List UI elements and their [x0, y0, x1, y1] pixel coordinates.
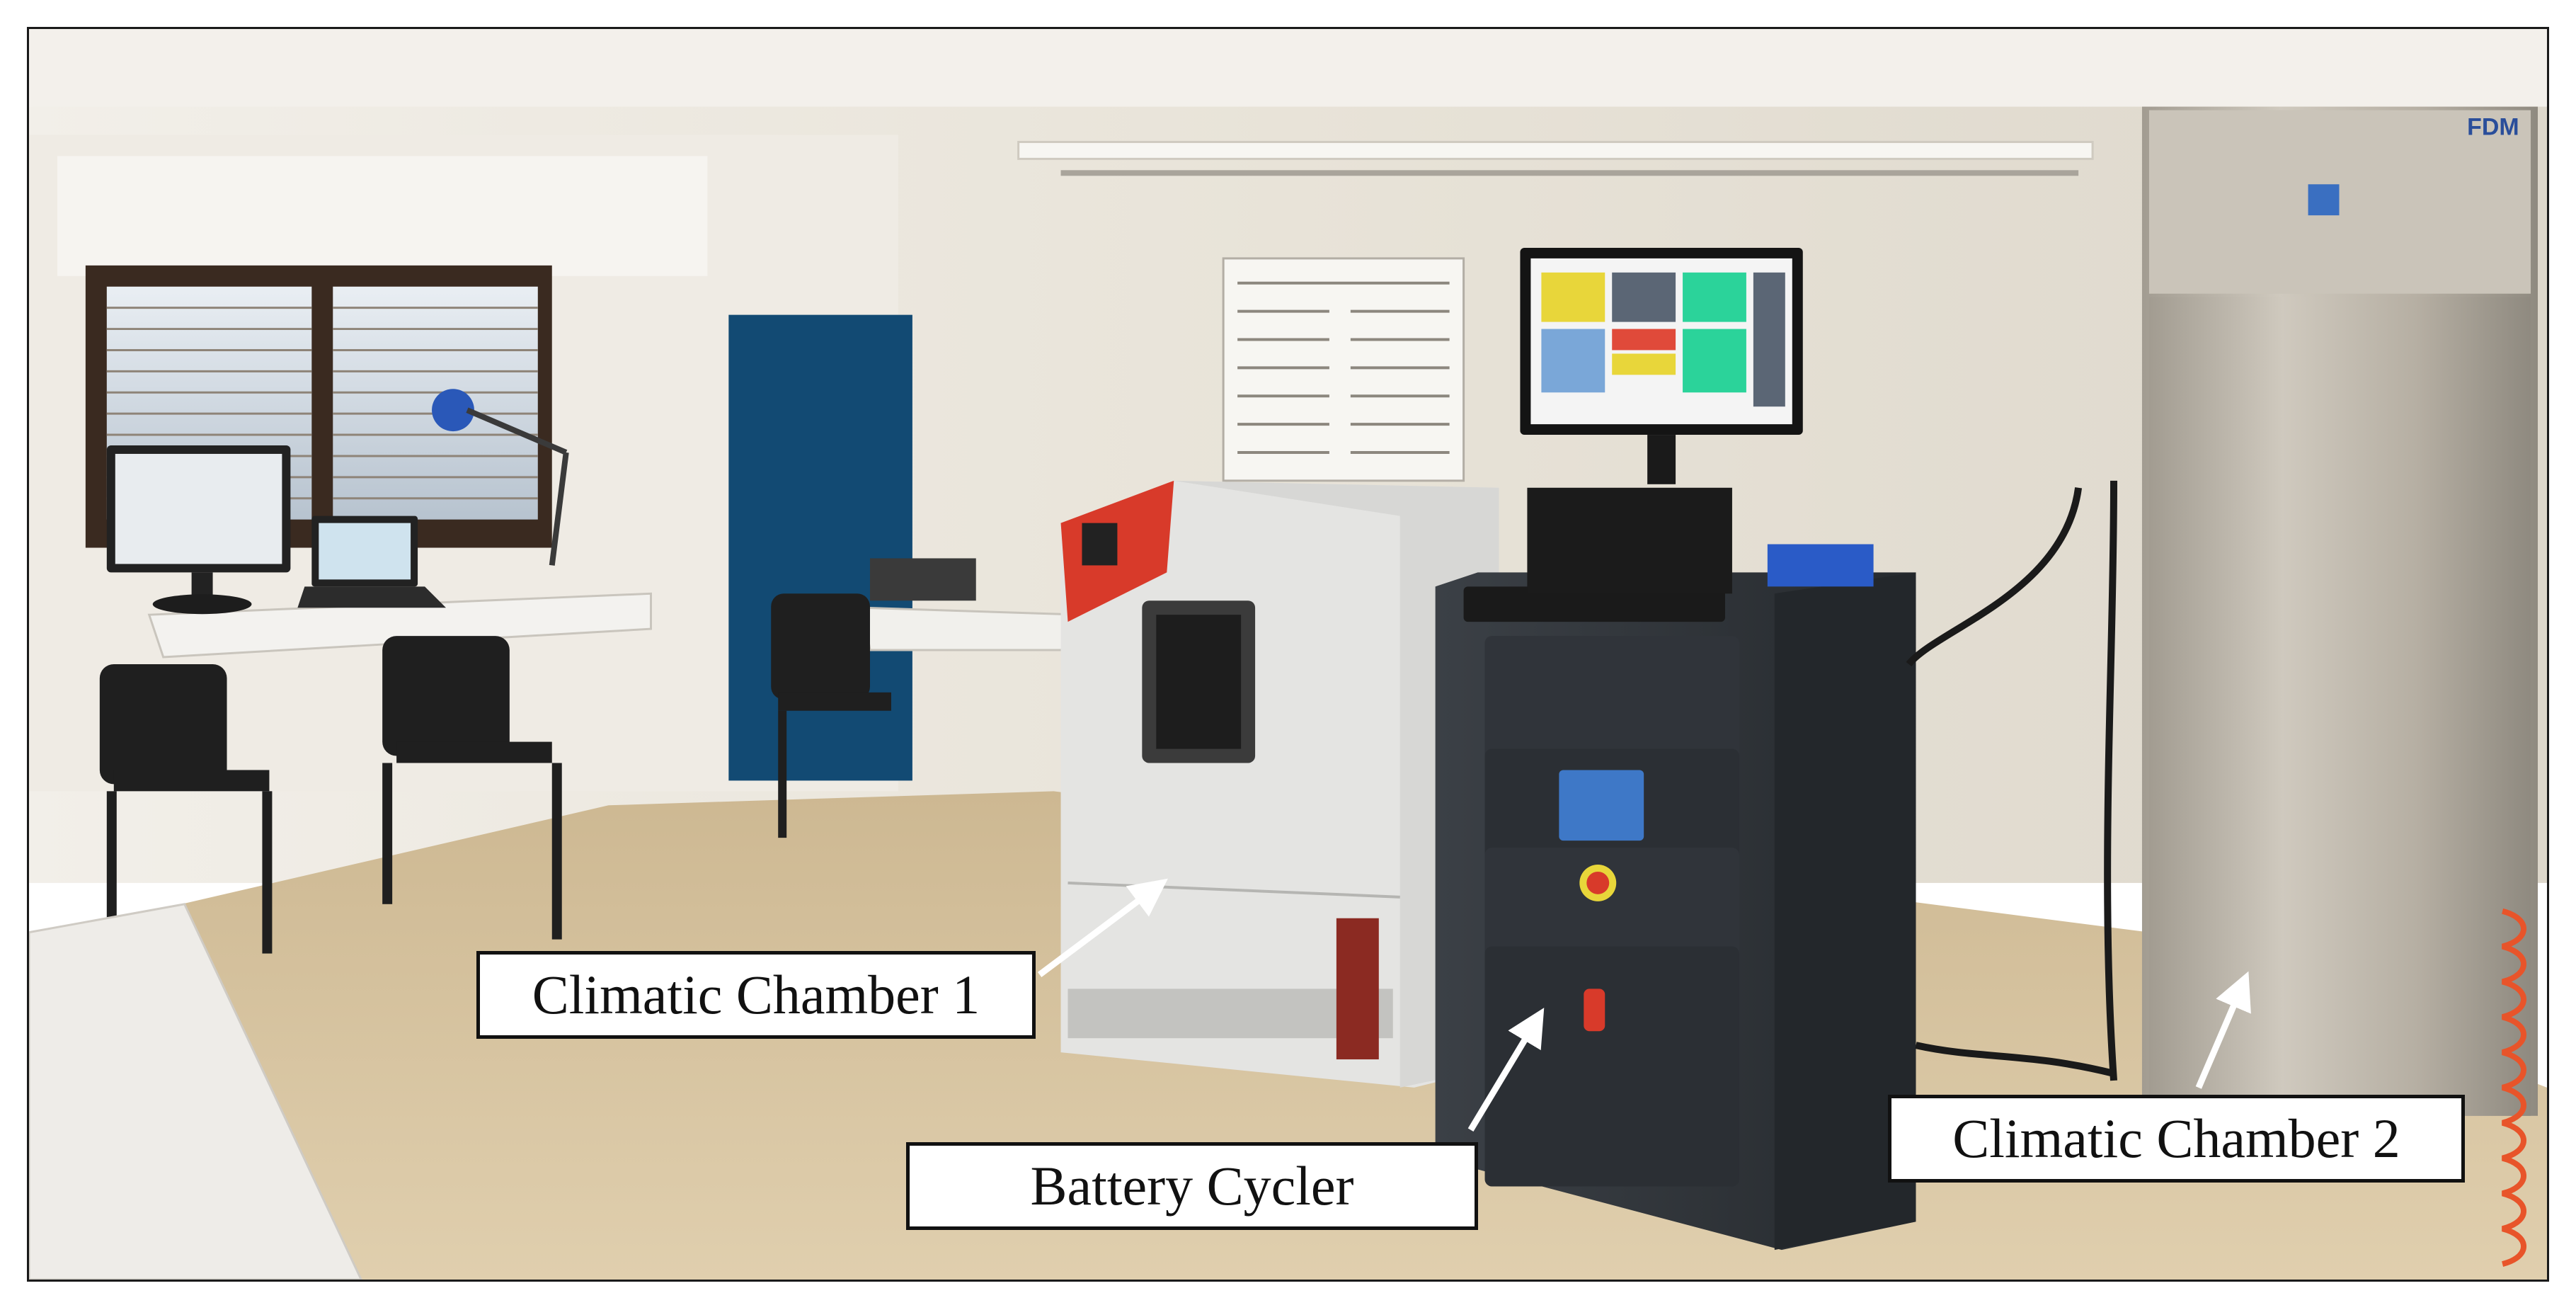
lab-photo: FDM: [29, 29, 2547, 1280]
freezer-brand-text: FDM: [2467, 114, 2519, 141]
monitor: [1520, 247, 1803, 484]
label-climatic-chamber-2: Climatic Chamber 2: [1888, 1095, 2465, 1183]
orange-hose: [2501, 908, 2526, 1267]
climatic-chamber-2: FDM: [2141, 106, 2538, 1116]
left-workstation: [29, 389, 653, 1280]
label-climatic-chamber-1: Climatic Chamber 1: [476, 951, 1036, 1039]
cables: [1906, 480, 2118, 1081]
climatic-chamber-1: [1060, 480, 1499, 1088]
photo-frame: FDM Climatic Chamber 1 Battery Cycler Cl…: [27, 27, 2549, 1282]
wall-poster: [1222, 257, 1465, 482]
label-battery-cycler: Battery Cycler: [906, 1142, 1478, 1230]
battery-cycler: [1435, 487, 1916, 1251]
middle-desk: [771, 558, 1083, 838]
